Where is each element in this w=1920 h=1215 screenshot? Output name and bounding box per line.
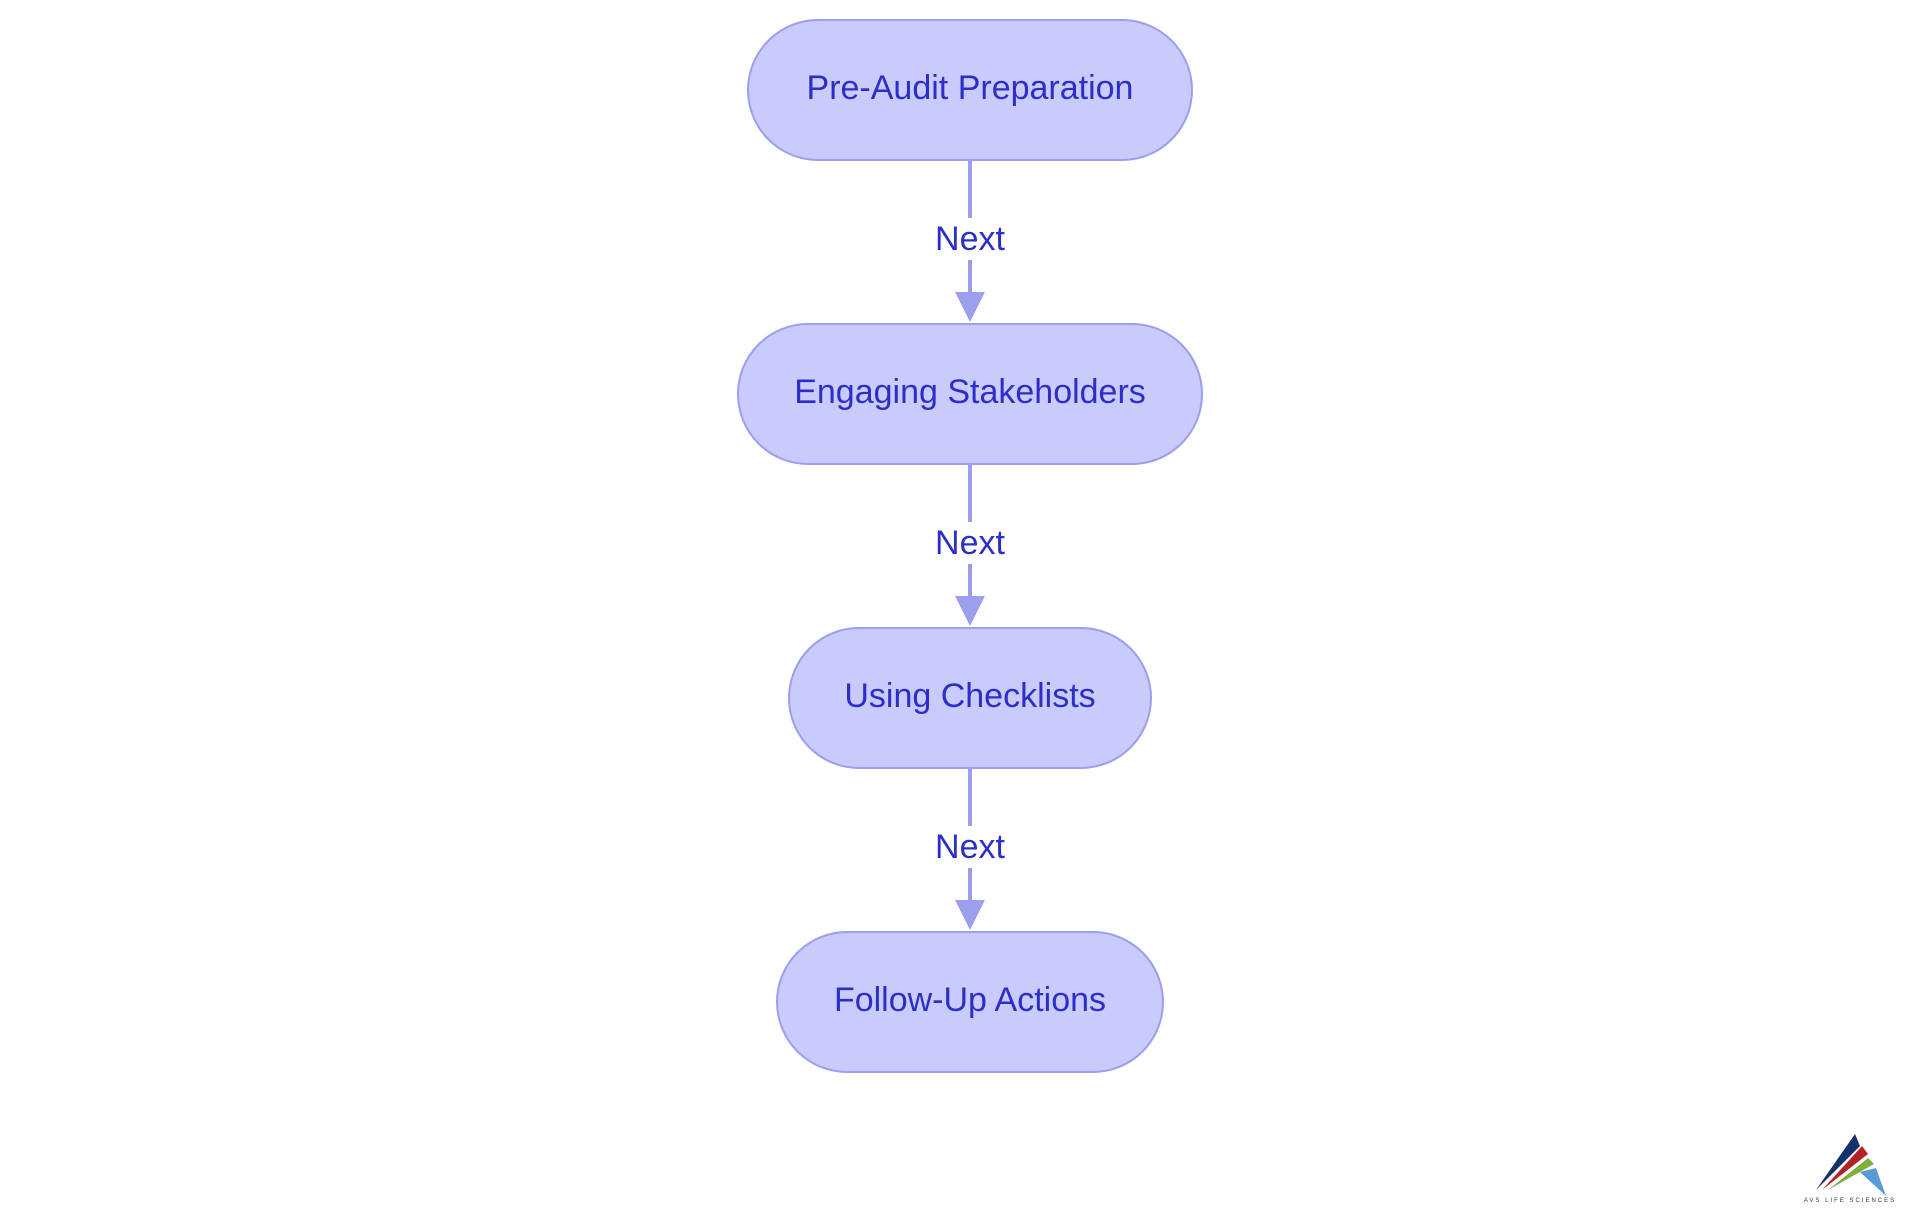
node-follow-up-actions: Follow-Up Actions: [776, 931, 1164, 1073]
node-shape: [737, 323, 1203, 465]
triangle-stripes-logo-icon: AVS LIFE SCIENCES: [1804, 1134, 1896, 1204]
node-pre-audit-preparation: Pre-Audit Preparation: [747, 19, 1193, 161]
logo-text: AVS LIFE SCIENCES: [1804, 1198, 1896, 1204]
node-shape: [747, 19, 1193, 161]
edge-label-bg: [925, 522, 1015, 564]
edge-n3-n4: Next: [925, 768, 1015, 930]
node-using-checklists: Using Checklists: [788, 627, 1152, 769]
node-label: Using Checklists: [844, 677, 1095, 715]
logo-stripe-red: [1822, 1146, 1868, 1190]
edge-n1-n2: Next: [925, 160, 1015, 322]
arrowhead-icon: [955, 596, 985, 626]
edge-label: Next: [935, 828, 1005, 866]
arrowhead-icon: [955, 292, 985, 322]
edge-label: Next: [935, 220, 1005, 258]
edge-n2-n3: Next: [925, 464, 1015, 626]
node-engaging-stakeholders: Engaging Stakeholders: [737, 323, 1203, 465]
node-shape: [788, 627, 1152, 769]
edge-label-bg: [925, 218, 1015, 260]
edge-label-bg: [925, 826, 1015, 868]
logo-stripe-blue: [1860, 1168, 1886, 1196]
edge-label: Next: [935, 524, 1005, 562]
node-label: Pre-Audit Preparation: [807, 69, 1134, 107]
node-shape: [776, 931, 1164, 1073]
logo-stripe-green: [1828, 1158, 1874, 1190]
logo-stripe-navy: [1816, 1134, 1860, 1190]
node-label: Follow-Up Actions: [834, 981, 1106, 1019]
node-label: Engaging Stakeholders: [794, 373, 1146, 411]
arrowhead-icon: [955, 900, 985, 930]
